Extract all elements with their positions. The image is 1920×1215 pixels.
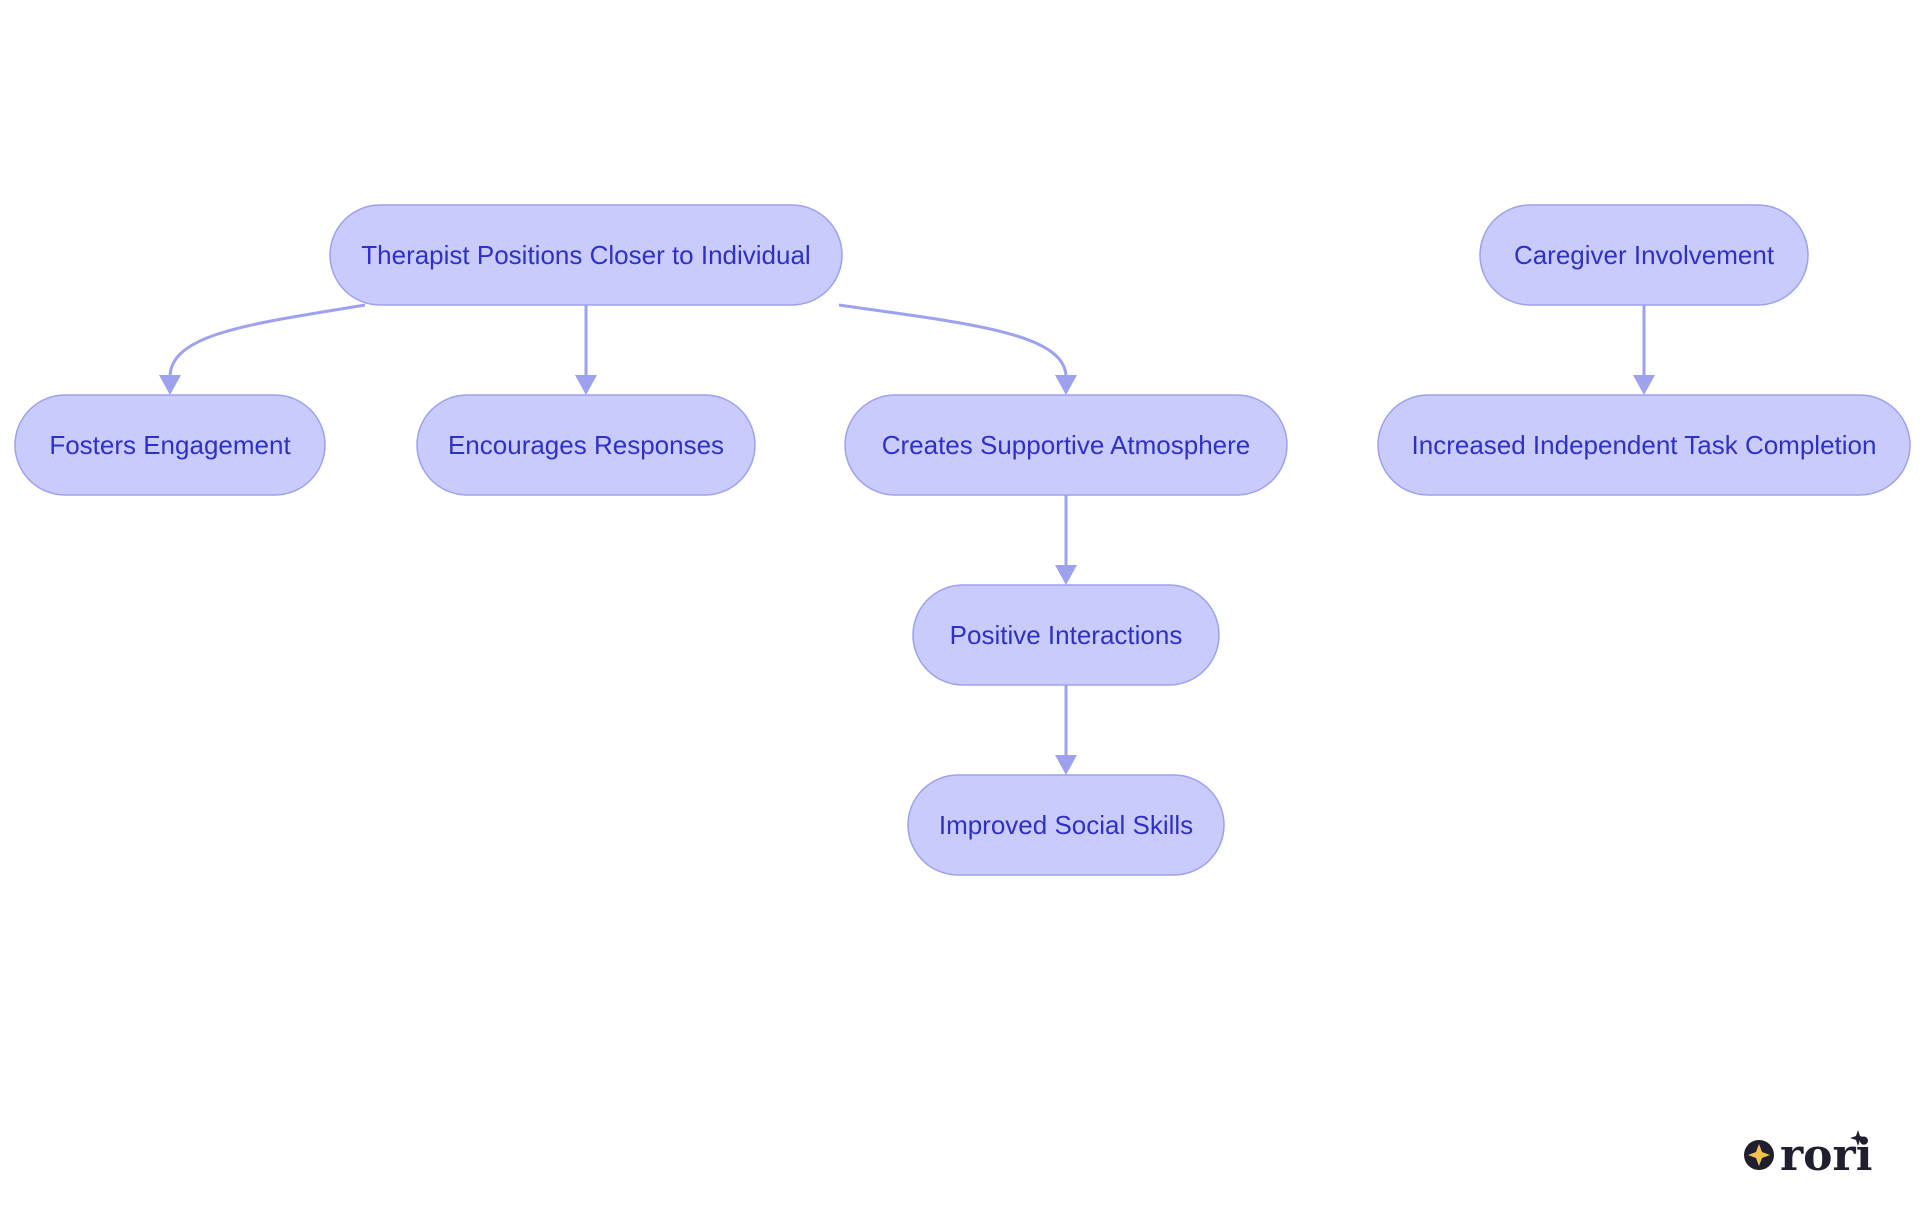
- arrowhead-encourages: [575, 375, 597, 395]
- node-shape: [14, 394, 326, 496]
- node-shape: [907, 774, 1225, 876]
- arrowhead-positive: [1055, 565, 1077, 585]
- arrowhead-supportive: [1055, 375, 1077, 395]
- arrowhead-increased: [1633, 375, 1655, 395]
- node-creates-supportive-atmosphere: Creates Supportive Atmosphere: [844, 394, 1288, 496]
- node-shape: [1479, 204, 1809, 306]
- node-improved-social-skills: Improved Social Skills: [907, 774, 1225, 876]
- arrowhead-improved: [1055, 755, 1077, 775]
- node-therapist-positions-closer-to-individual: Therapist Positions Closer to Individual: [329, 204, 843, 306]
- node-shape: [1377, 394, 1911, 496]
- nodes-layer: Therapist Positions Closer to Individual…: [14, 204, 1911, 876]
- node-fosters-engagement: Fosters Engagement: [14, 394, 326, 496]
- node-label: Increased Independent Task Completion: [1412, 430, 1877, 460]
- logo-star-icon: [1850, 1130, 1866, 1146]
- node-shape: [912, 584, 1220, 686]
- node-increased-independent-task-completion: Increased Independent Task Completion: [1377, 394, 1911, 496]
- node-encourages-responses: Encourages Responses: [416, 394, 756, 496]
- node-shape: [416, 394, 756, 496]
- edge-therapist-to-fosters: [168, 303, 366, 378]
- edges-layer: [159, 303, 1655, 775]
- node-label: Therapist Positions Closer to Individual: [361, 240, 810, 270]
- node-label: Encourages Responses: [448, 430, 724, 460]
- sparkle-icon: [1748, 1144, 1770, 1166]
- node-label: Improved Social Skills: [939, 810, 1193, 840]
- arrowhead-fosters: [159, 375, 181, 395]
- node-label: Caregiver Involvement: [1514, 240, 1775, 270]
- edge-therapist-to-supportive: [838, 303, 1068, 378]
- node-label: Fosters Engagement: [49, 430, 291, 460]
- node-positive-interactions: Positive Interactions: [912, 584, 1220, 686]
- node-shape: [329, 204, 843, 306]
- node-shape: [844, 394, 1288, 496]
- node-label: Creates Supportive Atmosphere: [882, 430, 1251, 460]
- node-label: Positive Interactions: [950, 620, 1183, 650]
- node-caregiver-involvement: Caregiver Involvement: [1479, 204, 1809, 306]
- rori-logo: rori: [1744, 1130, 1872, 1181]
